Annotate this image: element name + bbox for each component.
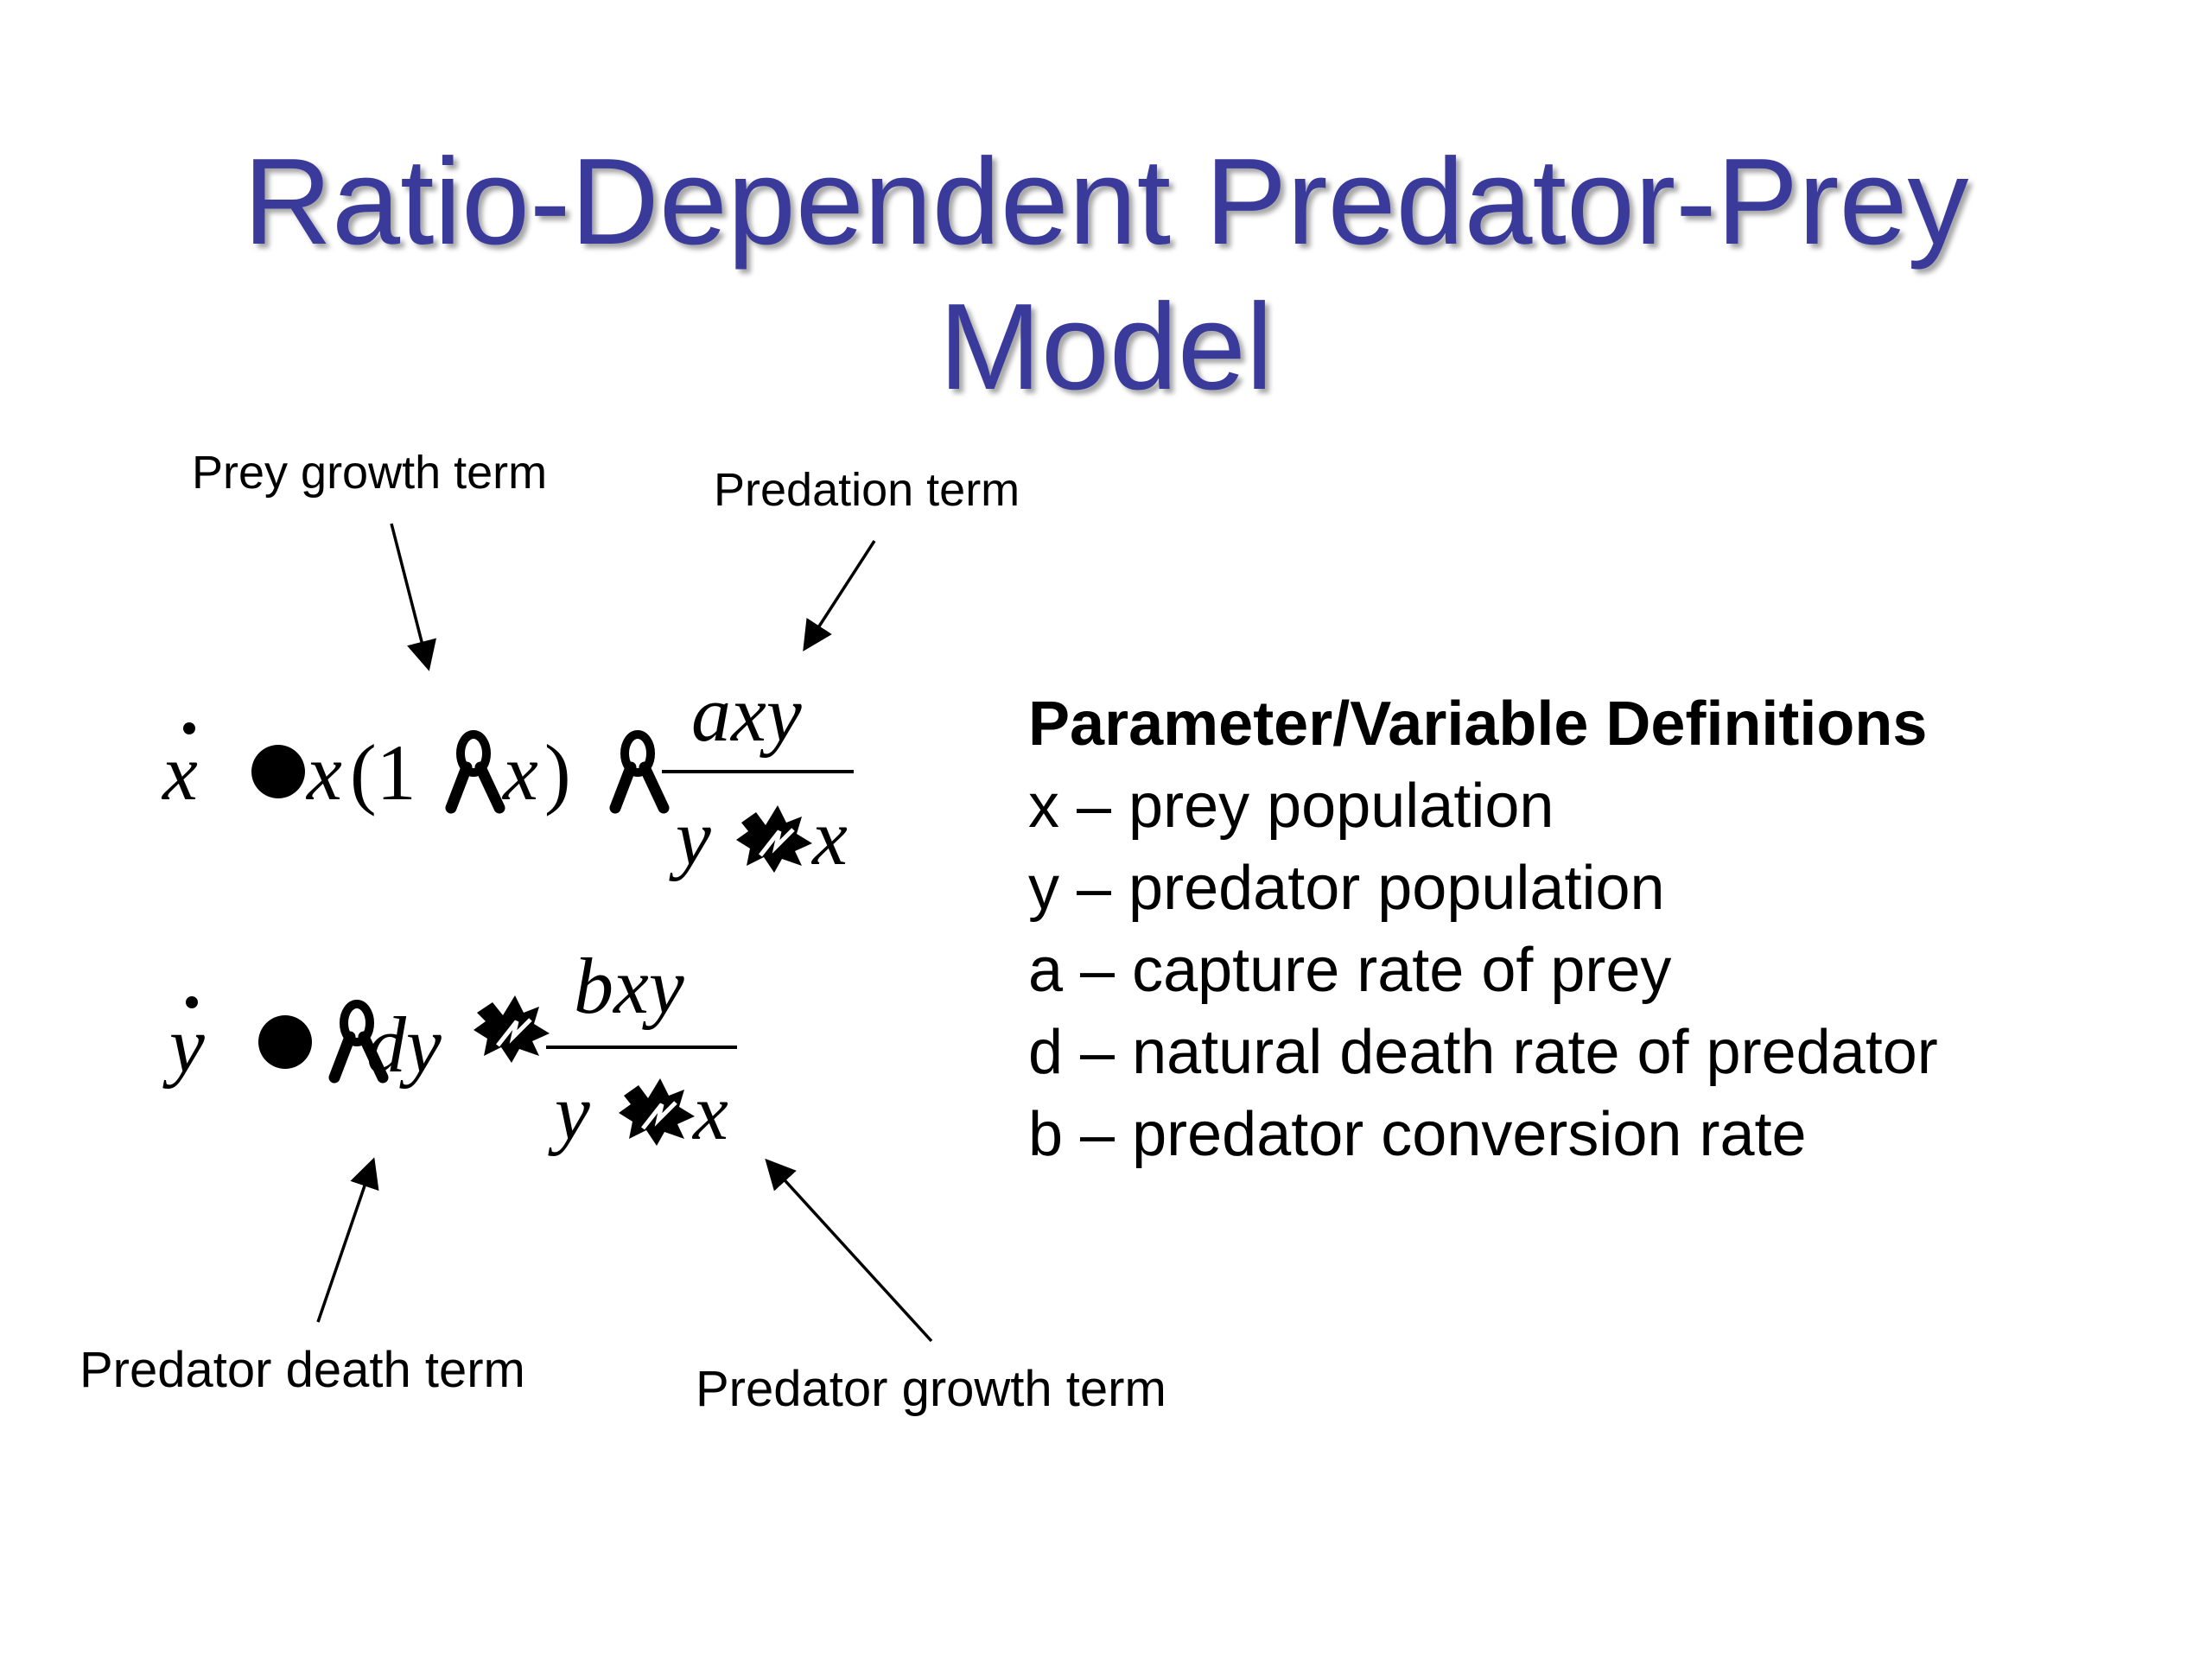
eq2-plus-glyph-2 bbox=[619, 1078, 695, 1146]
predator-growth-arrow bbox=[765, 1158, 933, 1343]
eq2-plus-glyph-1 bbox=[474, 995, 550, 1063]
eq2-equals-glyph bbox=[258, 1015, 312, 1069]
predation-label: Predation term bbox=[714, 464, 1020, 516]
prey-growth-label: Prey growth term bbox=[192, 447, 548, 499]
eq1-derivative-dot bbox=[183, 722, 195, 734]
eq1-lhs-var: x bbox=[161, 728, 198, 817]
eq2-denominator-x: x bbox=[691, 1068, 728, 1156]
prey-growth-arrow bbox=[390, 523, 437, 671]
definition-item: b – predator conversion rate bbox=[1028, 1100, 1807, 1169]
eq1-growth-open: (1 bbox=[350, 728, 416, 817]
eq2-numerator: bxy bbox=[574, 942, 684, 1030]
predation-arrow bbox=[803, 540, 876, 652]
eq1-numerator: axy bbox=[691, 670, 802, 758]
definition-item: y – predator population bbox=[1028, 854, 1665, 923]
definitions-block: Parameter/Variable Definitions x – prey … bbox=[1028, 683, 1938, 1176]
eq2-death-term: dy bbox=[366, 1001, 442, 1089]
slide-title: Ratio-Dependent Predator-Prey Model bbox=[0, 130, 2212, 420]
eq2-derivative-dot bbox=[186, 996, 198, 1008]
eq2-denominator-y: y bbox=[548, 1068, 590, 1156]
eq1-denominator-x: x bbox=[810, 793, 848, 881]
title-line-1: Ratio-Dependent Predator-Prey bbox=[243, 133, 1969, 270]
eq1-plus-glyph bbox=[736, 805, 812, 873]
eq1-growth-x2: x bbox=[501, 728, 538, 817]
definition-item: d – natural death rate of predator bbox=[1028, 1018, 1938, 1087]
eq1-growth-x: x bbox=[305, 728, 342, 817]
predator-growth-label: Predator growth term bbox=[696, 1361, 1166, 1417]
definition-item: a – capture rate of prey bbox=[1028, 936, 1672, 1005]
eq1-minus-glyph-1 bbox=[445, 730, 505, 814]
definitions-heading: Parameter/Variable Definitions bbox=[1028, 690, 1928, 759]
definition-item: x – prey population bbox=[1028, 772, 1554, 841]
eq1-minus-glyph-2 bbox=[609, 730, 670, 814]
eq1-growth-close: ) bbox=[544, 728, 571, 817]
equation-2: y dy bxy y x bbox=[162, 942, 737, 1156]
title-line-2: Model bbox=[938, 278, 1274, 416]
predator-death-label: Predator death term bbox=[79, 1342, 525, 1398]
eq2-lhs-var: y bbox=[162, 1001, 205, 1089]
eq1-denominator-y: y bbox=[669, 793, 711, 881]
eq1-equals-glyph bbox=[251, 745, 305, 798]
equation-1: x x (1 x ) axy y x bbox=[161, 670, 854, 881]
predator-death-arrow bbox=[316, 1157, 379, 1323]
eq2-minus-glyph bbox=[328, 1000, 389, 1084]
